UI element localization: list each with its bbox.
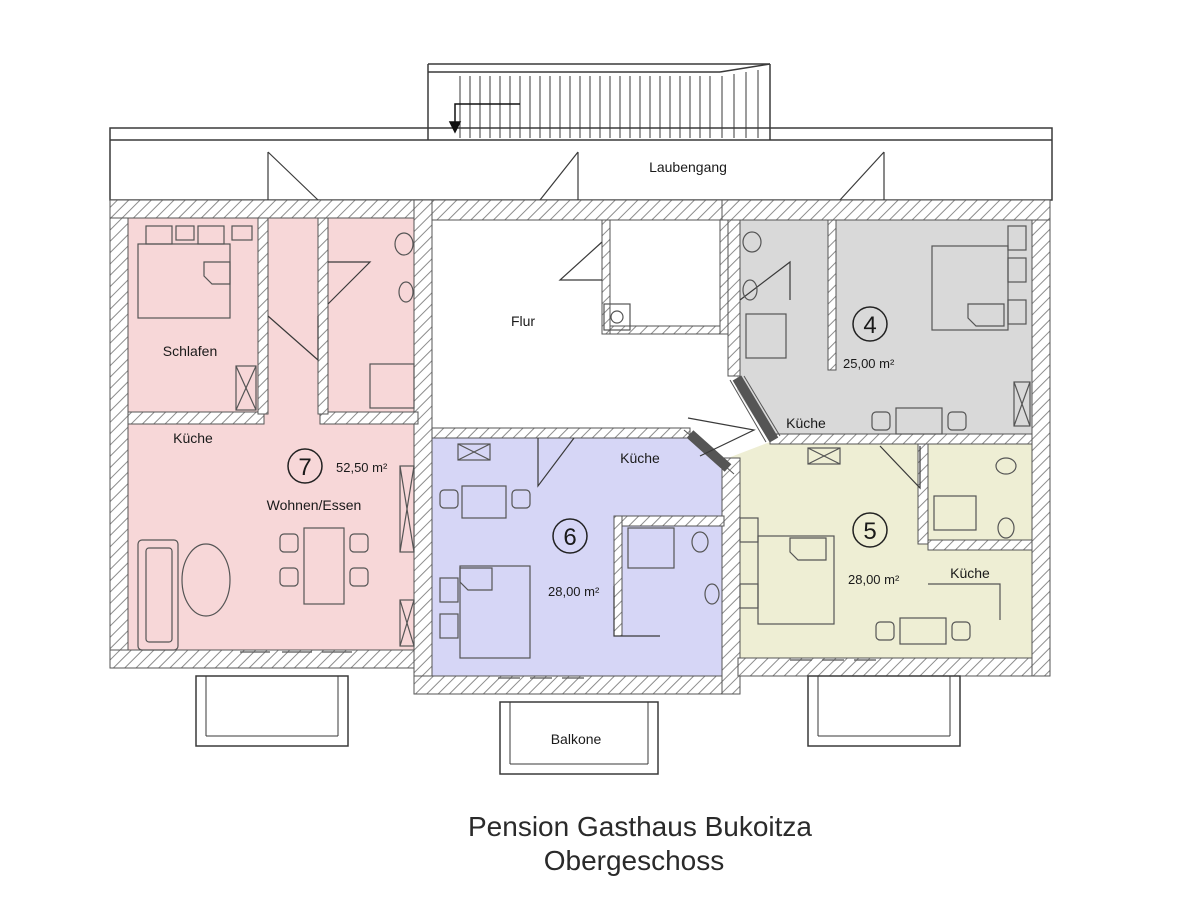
label-flur: Flur xyxy=(511,313,535,329)
label-schlafen: Schlafen xyxy=(163,343,217,359)
unit-7-fill xyxy=(128,218,418,650)
room-fills xyxy=(128,218,1032,676)
unit-6-furniture xyxy=(439,443,720,679)
entrance-doors xyxy=(267,151,885,201)
balcony-left xyxy=(195,675,349,747)
unit-number-markers xyxy=(287,306,888,554)
label-kueche-unit-4: Küche xyxy=(786,415,826,431)
unit-6-number: 6 xyxy=(563,524,576,551)
unit-6-fill xyxy=(432,436,722,676)
plan-title: Pension Gasthaus Bukoitza xyxy=(468,811,812,842)
unit-4-area: 25,00 m² xyxy=(843,356,895,371)
unit-6-area: 28,00 m² xyxy=(548,584,600,599)
unit-7-furniture xyxy=(137,225,415,653)
balcony-middle xyxy=(499,701,659,775)
label-wohnen-essen: Wohnen/Essen xyxy=(267,497,362,513)
balconies xyxy=(195,675,961,775)
unit-5-marker xyxy=(852,512,888,548)
unit-7-area: 52,50 m² xyxy=(336,460,388,475)
balcony-right xyxy=(807,675,961,747)
unit-5-number: 5 xyxy=(863,518,876,545)
plan-subtitle: Obergeschoss xyxy=(544,845,725,876)
interior-walls xyxy=(127,217,1033,637)
outer-walls xyxy=(109,199,1051,695)
unit-4-marker xyxy=(852,306,888,342)
unit-4-furniture xyxy=(742,225,1031,435)
label-laubengang: Laubengang xyxy=(649,159,727,175)
label-kueche-unit-5: Küche xyxy=(950,565,990,581)
unit-5-area: 28,00 m² xyxy=(848,572,900,587)
unit-6-marker xyxy=(552,518,588,554)
shaft xyxy=(603,303,631,331)
wall-outlines xyxy=(683,375,781,475)
laubengang-gallery xyxy=(109,63,1053,201)
stair-arrow xyxy=(448,103,520,134)
unit-4-number: 4 xyxy=(863,312,876,339)
unit-7-marker xyxy=(287,448,323,484)
unit-7-number: 7 xyxy=(298,454,311,481)
unit-5-furniture xyxy=(739,447,1017,661)
text-labels: Laubengang Flur Schlafen Küche Wohnen/Es… xyxy=(163,159,990,747)
unit-4-fill xyxy=(737,220,1032,442)
label-kueche-unit-7: Küche xyxy=(173,430,213,446)
balcony-inner-lines xyxy=(205,676,951,765)
label-kueche-unit-6: Küche xyxy=(620,450,660,466)
label-balkone: Balkone xyxy=(551,731,602,747)
stair-treads xyxy=(459,70,759,138)
